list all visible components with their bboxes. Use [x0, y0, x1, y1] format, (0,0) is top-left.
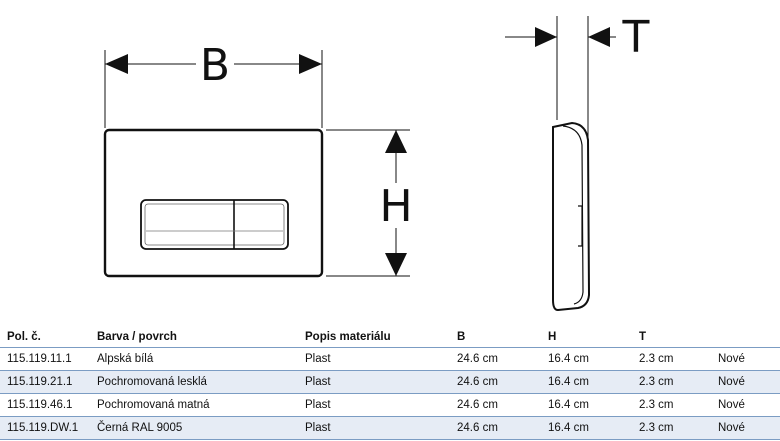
dimension-b: B [104, 40, 323, 128]
cell-thickness: 2.3 cm [632, 370, 711, 394]
cell-status: Nové [711, 347, 780, 371]
header-width: B [450, 326, 541, 348]
cell-item-number: 115.119.21.1 [0, 370, 90, 394]
header-item-number: Pol. č. [0, 326, 90, 348]
cell-color-finish: Černá RAL 9005 [90, 416, 298, 440]
dimension-t: T [505, 12, 650, 178]
header-color-finish: Barva / povrch [90, 326, 298, 348]
front-view [103, 128, 324, 278]
cell-thickness: 2.3 cm [632, 416, 711, 440]
cell-width: 24.6 cm [450, 347, 541, 371]
cell-material: Plast [298, 416, 450, 440]
cell-color-finish: Pochromovaná matná [90, 393, 298, 417]
header-thickness: T [632, 326, 711, 348]
cell-status: Nové [711, 370, 780, 394]
dimension-h: H [326, 129, 413, 277]
table-row: 115.119.11.1 Alpská bílá Plast 24.6 cm 1… [0, 347, 780, 371]
dimension-h-label: H [379, 181, 412, 232]
plate-side-profile [552, 121, 591, 312]
cell-thickness: 2.3 cm [632, 393, 711, 417]
header-height: H [541, 326, 632, 348]
cell-height: 16.4 cm [541, 347, 632, 371]
header-material: Popis materiálu [298, 326, 450, 348]
table-row: 115.119.DW.1 Černá RAL 9005 Plast 24.6 c… [0, 416, 780, 440]
cell-item-number: 115.119.46.1 [0, 393, 90, 417]
plate-outline [103, 128, 324, 278]
cell-color-finish: Alpská bílá [90, 347, 298, 371]
header-status [711, 326, 780, 348]
cell-height: 16.4 cm [541, 416, 632, 440]
table-header: Pol. č. Barva / povrch Popis materiálu B… [0, 326, 780, 348]
flush-button-inner [144, 203, 285, 246]
cell-color-finish: Pochromovaná lesklá [90, 370, 298, 394]
cell-width: 24.6 cm [450, 393, 541, 417]
table-row: 115.119.21.1 Pochromovaná lesklá Plast 2… [0, 370, 780, 394]
cell-material: Plast [298, 370, 450, 394]
cell-width: 24.6 cm [450, 370, 541, 394]
cell-item-number: 115.119.11.1 [0, 347, 90, 371]
spec-table: Pol. č. Barva / povrch Popis materiálu B… [0, 326, 780, 440]
cell-material: Plast [298, 393, 450, 417]
side-view [552, 121, 591, 312]
technical-drawing: B H T [103, 12, 650, 312]
cell-material: Plast [298, 347, 450, 371]
dimension-b-label: B [200, 40, 230, 91]
cell-status: Nové [711, 393, 780, 417]
cell-thickness: 2.3 cm [632, 347, 711, 371]
cell-height: 16.4 cm [541, 370, 632, 394]
dimension-t-label: T [622, 12, 650, 63]
cell-height: 16.4 cm [541, 393, 632, 417]
cell-width: 24.6 cm [450, 416, 541, 440]
cell-item-number: 115.119.DW.1 [0, 416, 90, 440]
flush-button-frame [140, 199, 289, 250]
table-row: 115.119.46.1 Pochromovaná matná Plast 24… [0, 393, 780, 417]
cell-status: Nové [711, 416, 780, 440]
